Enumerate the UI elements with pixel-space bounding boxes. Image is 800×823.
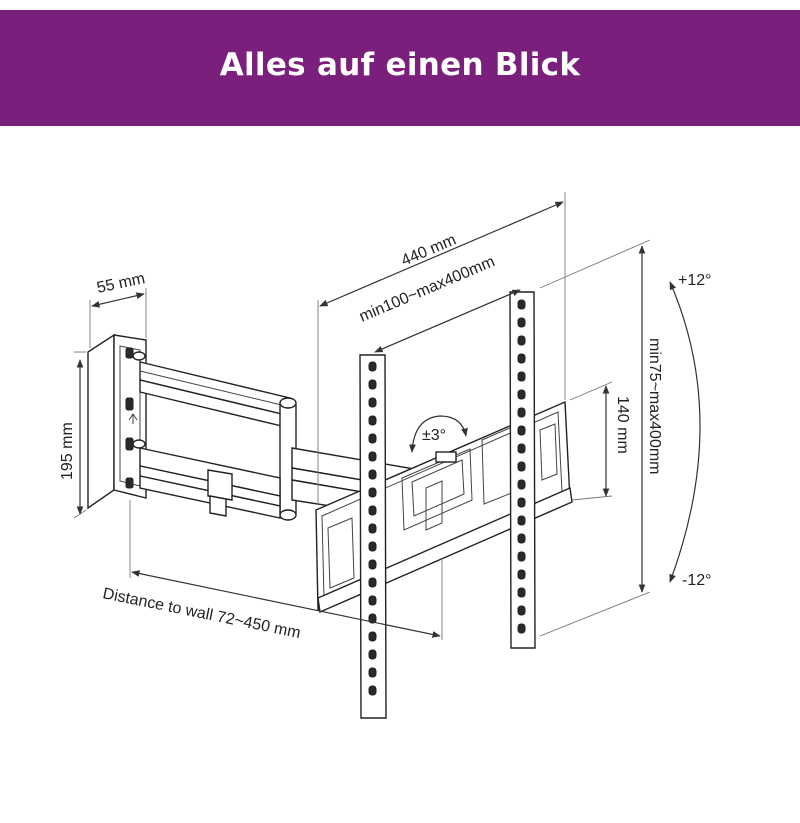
label-wall-plate-height: 195 mm	[59, 422, 76, 480]
label-swivel: ±3°	[422, 427, 446, 444]
label-tilt-up: +12°	[678, 272, 712, 289]
dim-vesa-vertical: min75~max400mm	[539, 239, 663, 637]
header-banner: Alles auf einen Blick	[0, 10, 800, 126]
page-title: Alles auf einen Blick	[219, 47, 581, 83]
label-plate-height: 140 mm	[614, 396, 631, 454]
tilt-range: +12° -12°	[669, 272, 712, 589]
label-tilt-down: -12°	[682, 572, 712, 589]
upper-arm	[139, 361, 297, 521]
wall-plate	[87, 333, 147, 510]
label-vesa-vertical: min75~max400mm	[646, 338, 663, 475]
right-tv-bracket	[509, 291, 536, 649]
swivel-range: ±3°	[409, 415, 468, 453]
dim-vesa-horizontal: min100~max400mm	[357, 253, 521, 353]
label-wall-plate-depth: 55 mm	[95, 270, 146, 297]
dim-wall-plate-height: 195 mm	[59, 351, 87, 519]
left-tv-bracket	[359, 354, 387, 719]
label-distance-to-wall: Distance to wall 72~450 mm	[101, 585, 302, 642]
label-plate-width: 440 mm	[399, 231, 459, 269]
dim-plate-height: 140 mm	[569, 381, 631, 501]
label-vesa-horizontal: min100~max400mm	[357, 253, 497, 325]
lower-arm	[139, 447, 281, 519]
